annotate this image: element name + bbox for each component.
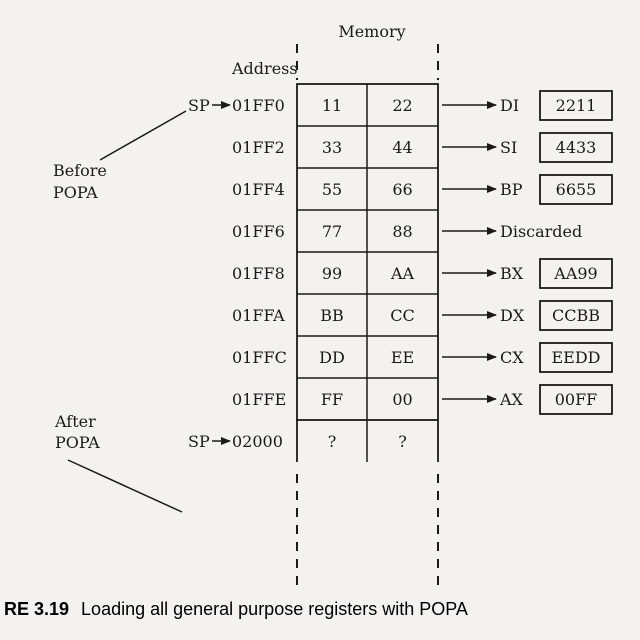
- memory-row: 02000??: [232, 432, 407, 451]
- register-value: 6655: [556, 180, 597, 199]
- destination-label: BP: [500, 180, 523, 199]
- register-box: [539, 342, 613, 373]
- memory-row: 01FF8 99 AA BX AA99: [232, 251, 613, 289]
- after-popa-label-line2: POPA: [55, 433, 100, 452]
- memory-address: 01FF6: [232, 222, 285, 241]
- memory-low-byte: FF: [321, 390, 343, 409]
- register-box: [539, 174, 613, 205]
- memory-low-byte: 77: [322, 222, 342, 241]
- memory-high-byte: 88: [392, 222, 412, 241]
- register-box: [539, 90, 613, 121]
- register-box: [539, 258, 613, 289]
- before-popa-label-line2: POPA: [53, 183, 98, 202]
- before-leader-line: [99, 110, 187, 161]
- destination-label: AX: [499, 390, 524, 409]
- memory-high-byte: CC: [390, 306, 414, 325]
- destination-label: Discarded: [500, 222, 582, 241]
- after-popa-label-line1: After: [54, 412, 96, 431]
- address-header: Address: [231, 59, 298, 78]
- register-value: 4433: [556, 138, 597, 157]
- memory-row: 01FF2 33 44 SI 4433: [232, 125, 613, 163]
- memory-address: 02000: [232, 432, 283, 451]
- figure-caption-text: Loading all general purpose registers wi…: [81, 599, 468, 619]
- memory-high-byte: 00: [392, 390, 412, 409]
- memory-low-byte: ?: [328, 432, 337, 451]
- sp-label-before: SP: [188, 96, 210, 115]
- memory-high-byte: ?: [398, 432, 407, 451]
- memory-address: 01FF2: [232, 138, 285, 157]
- destination-label: BX: [500, 264, 524, 283]
- memory-address: 01FFA: [232, 306, 285, 325]
- after-leader-line: [67, 459, 183, 513]
- memory-row: 01FFA BB CC DX CCBB: [232, 293, 613, 331]
- figure-number: RE 3.19: [4, 599, 69, 619]
- memory-low-byte: 33: [322, 138, 342, 157]
- memory-title: Memory: [338, 22, 405, 41]
- destination-label: DI: [500, 96, 519, 115]
- destination-label: CX: [500, 348, 524, 367]
- before-popa-label-line1: Before: [53, 161, 107, 180]
- memory-row: 01FF6 77 88 Discarded: [232, 209, 582, 241]
- memory-address: 01FF4: [232, 180, 285, 199]
- register-value: EEDD: [551, 348, 600, 367]
- figure-caption: RE 3.19 Loading all general purpose regis…: [4, 599, 468, 619]
- register-box: [539, 132, 613, 163]
- memory-low-byte: 55: [322, 180, 342, 199]
- memory-row: 01FF4 55 66 BP 6655: [232, 167, 613, 205]
- register-value: 00FF: [555, 390, 598, 409]
- memory-low-byte: 11: [322, 96, 342, 115]
- register-value: CCBB: [552, 306, 600, 325]
- memory-address: 01FFE: [232, 390, 286, 409]
- memory-address: 01FF0: [232, 96, 285, 115]
- register-value: 2211: [556, 96, 597, 115]
- destination-label: SI: [500, 138, 517, 157]
- memory-high-byte: 44: [392, 138, 412, 157]
- register-box: [539, 384, 613, 415]
- memory-address: 01FF8: [232, 264, 285, 283]
- memory-low-byte: DD: [319, 348, 345, 367]
- memory-boundary-dashes: [296, 44, 439, 586]
- memory-high-byte: 22: [392, 96, 412, 115]
- register-box: [539, 300, 613, 331]
- memory-high-byte: AA: [390, 264, 415, 283]
- destination-label: DX: [500, 306, 525, 325]
- memory-high-byte: EE: [391, 348, 414, 367]
- memory-low-byte: BB: [320, 306, 344, 325]
- memory-address: 01FFC: [232, 348, 287, 367]
- memory-high-byte: 66: [392, 180, 412, 199]
- memory-row: 01FFE FF 00 AX 00FF: [232, 377, 613, 415]
- memory-row: 01FFC DD EE CX EEDD: [232, 335, 613, 373]
- stack-pointer-annotations: Before POPA After POPA SP SP: [53, 96, 231, 513]
- memory-row: 01FF0 11 22 DI 2211: [232, 90, 613, 121]
- memory-low-byte: 99: [322, 264, 342, 283]
- register-value: AA99: [553, 264, 597, 283]
- sp-label-after: SP: [188, 432, 210, 451]
